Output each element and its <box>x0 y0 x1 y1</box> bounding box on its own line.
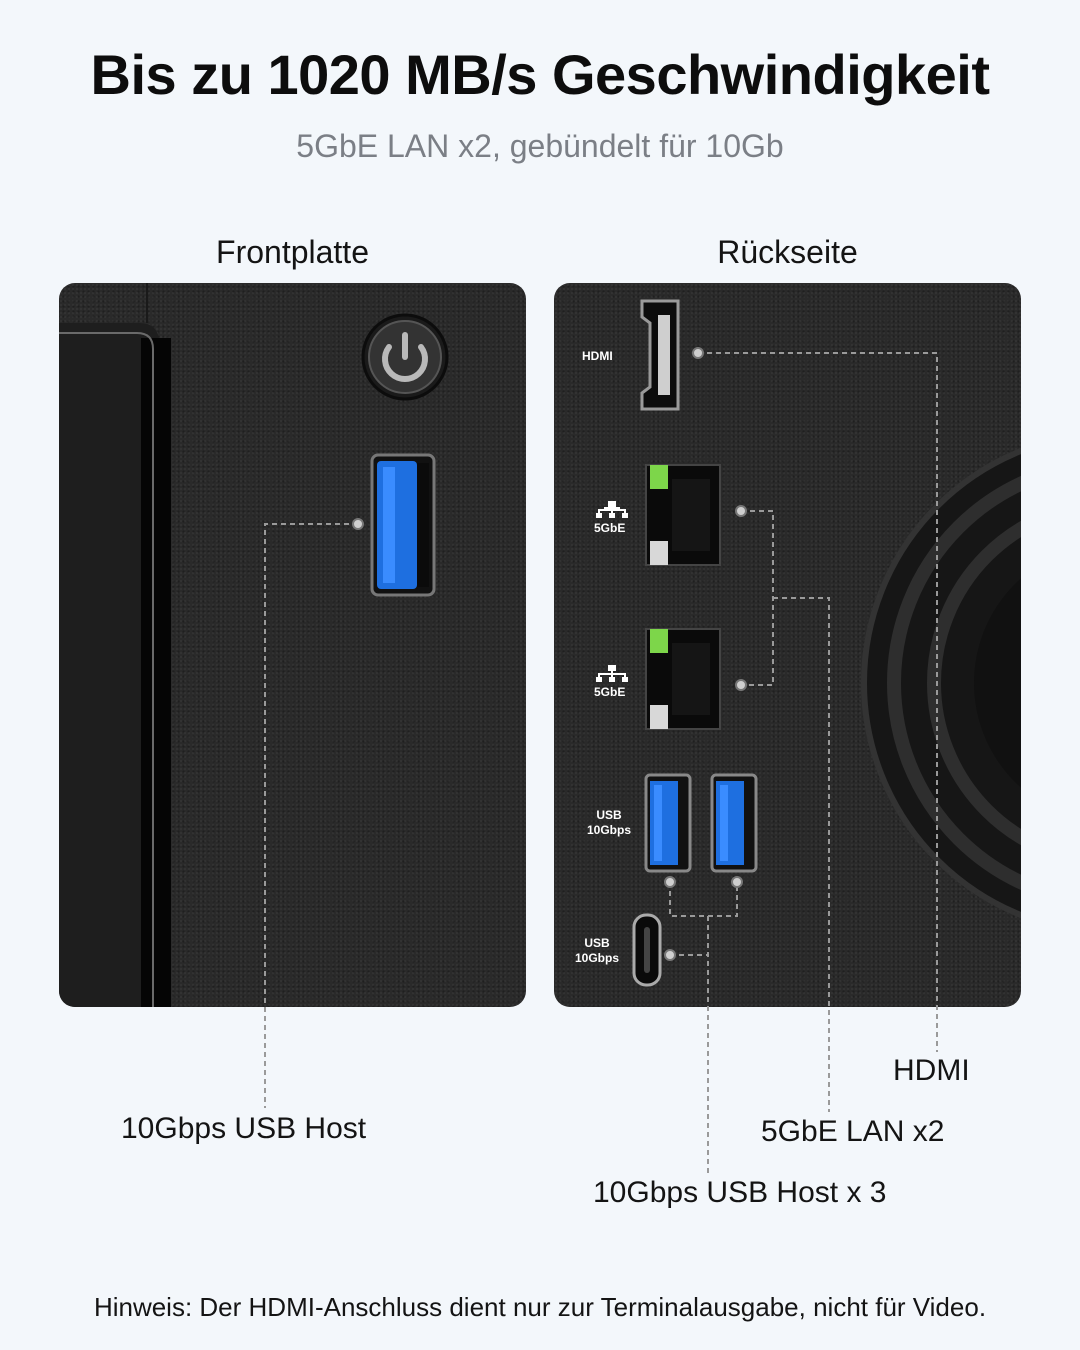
front-usb-port[interactable] <box>370 453 436 597</box>
front-panel-drawing <box>59 283 449 1007</box>
usb-a-port-label: USB 10Gbps <box>586 808 631 837</box>
footnote: Hinweis: Der HDMI-Anschluss dient nur zu… <box>93 1292 987 1322</box>
front-usb-callout: 10Gbps USB Host <box>121 1112 367 1145</box>
network-icon <box>596 501 628 518</box>
lan1-port-label: 5GbE <box>594 521 626 535</box>
front-panel-photo <box>59 283 526 1007</box>
page-subtitle: 5GbE LAN x2, gebündelt für 10Gb <box>296 128 784 164</box>
rear-panel-photo: HDMI 5GbE 5GbE USB 10Gbps USB 10Gbps <box>554 283 1021 1007</box>
lan2-port-label: 5GbE <box>594 685 626 699</box>
hdmi-port-label: HDMI <box>582 349 613 363</box>
fan-grille <box>861 447 1021 919</box>
network-icon <box>596 665 628 682</box>
lan-port-2[interactable] <box>645 628 721 730</box>
front-panel-label: Frontplatte <box>216 234 369 270</box>
rear-usb-port-2[interactable] <box>710 773 758 873</box>
hdmi-port[interactable] <box>640 299 680 411</box>
power-icon[interactable] <box>361 313 449 401</box>
hdmi-callout: HDMI <box>893 1054 970 1087</box>
usb-c-port-label: USB 10Gbps <box>574 936 619 965</box>
page-title: Bis zu 1020 MB/s Geschwindigkeit <box>90 43 990 106</box>
lan-port-1[interactable] <box>645 464 721 566</box>
usb-c-port[interactable] <box>632 913 662 987</box>
lan-callout: 5GbE LAN x2 <box>761 1115 945 1148</box>
usb-rear-callout: 10Gbps USB Host x 3 <box>593 1176 887 1209</box>
rear-panel-drawing <box>596 299 1021 987</box>
rear-usb-port-1[interactable] <box>644 773 692 873</box>
rear-panel-label: Rückseite <box>717 234 858 270</box>
